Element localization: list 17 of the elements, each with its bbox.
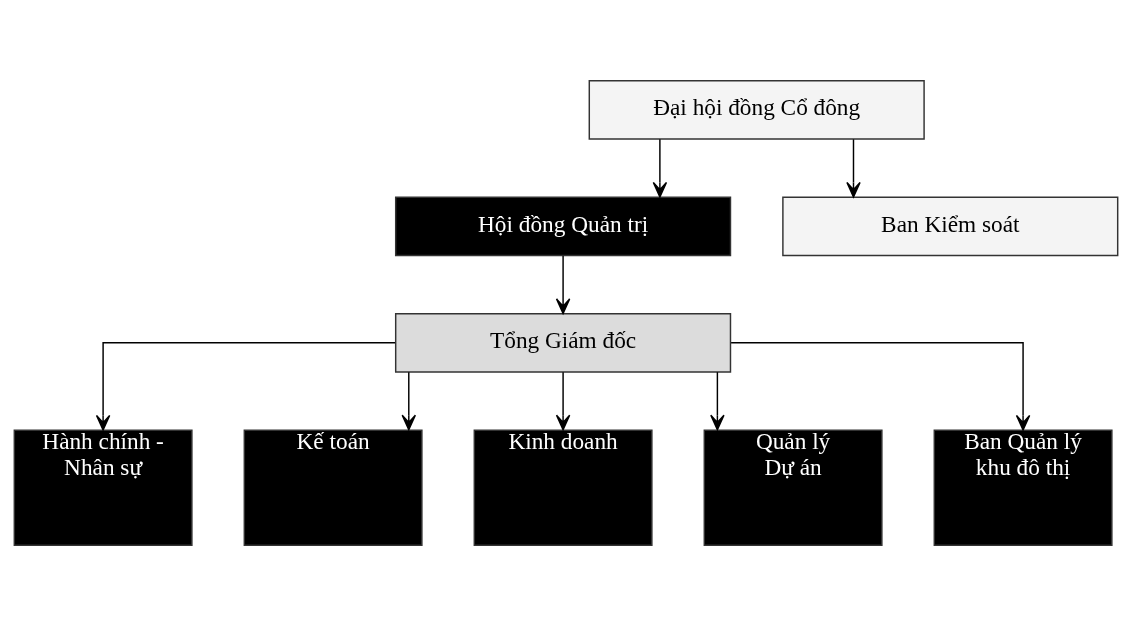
node-box: Đại hội đồng Cổ đông — [588, 79, 925, 140]
arrow — [730, 341, 1031, 431]
node-box: Ban Quản lý khu đô thị — [933, 428, 1113, 546]
node-box: Kế toán — [243, 428, 423, 546]
arrow — [710, 370, 725, 430]
arrow — [555, 370, 571, 430]
node-box: Quản lý Dự án — [703, 428, 883, 546]
node-box: Kinh doanh — [473, 428, 653, 546]
arrow — [555, 254, 571, 314]
node-box: Ban Kiểm soát — [782, 196, 1119, 256]
arrow — [652, 138, 668, 198]
arrow — [401, 370, 417, 430]
node-box: Tổng Giám đốc — [394, 312, 732, 373]
arrow — [846, 138, 861, 198]
node-box: Hội đồng Quản trị — [394, 196, 732, 256]
node-box: Hành chính - Nhân sự — [13, 428, 193, 546]
arrow — [95, 341, 396, 431]
